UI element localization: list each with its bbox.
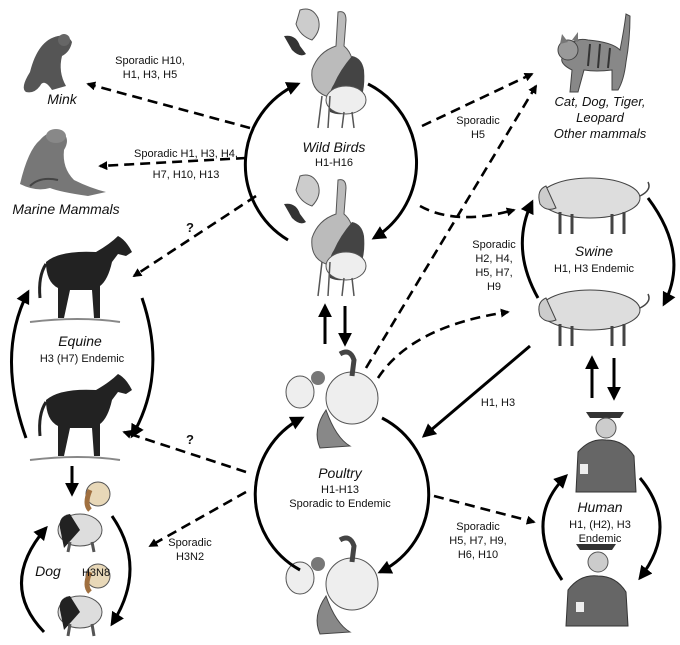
dog-cycle-right [110, 515, 132, 627]
human-top-illustration [575, 412, 637, 493]
human-edge-label-3: H6, H10 [458, 549, 498, 561]
dog-edge-label-2: H3N2 [176, 551, 204, 563]
wild-birds-subtypes: H1-H16 [315, 157, 353, 169]
poultry-to-swine-arrow [376, 308, 510, 379]
swine-subtypes: H1, H3 Endemic [554, 263, 635, 275]
horse-top-illustration [29, 236, 132, 323]
poultry-status: Sporadic to Endemic [289, 498, 391, 510]
cat-illustration [557, 13, 631, 93]
swine-bottom-illustration [538, 289, 650, 346]
wild-birds-to-swine-arrow [419, 204, 516, 219]
dog-name: Dog [35, 563, 61, 579]
swine-cycle-left [520, 199, 540, 299]
poultry-equine-unknown-label: ? [186, 432, 194, 447]
wild-birds-cycle-right [367, 82, 419, 240]
mink-name: Mink [47, 91, 78, 107]
poultry-to-cats-arrow [364, 84, 538, 369]
poultry-top-illustration [285, 349, 379, 449]
cats-edge-label-1: Sporadic [456, 115, 500, 127]
marine-mammal-illustration [20, 129, 106, 196]
mink-edge-label-2: H1, H3, H5 [123, 69, 177, 81]
cats-edge-label-2: H5 [471, 129, 485, 141]
poultry-cycle-left [253, 416, 305, 572]
human-subtypes: H1, (H2), H3 [569, 519, 631, 531]
swine-poultry-edge-label: H1, H3 [481, 397, 515, 409]
swine-edge-label-1: Sporadic [472, 239, 516, 251]
mink-illustration [23, 34, 72, 93]
wild-birds-to-marine-arrow [98, 156, 247, 171]
human-cycle-left [541, 474, 568, 581]
wild-birds-bottom-illustration [284, 174, 367, 297]
marine-edge-label-1: Sporadic H1, H3, H4, [134, 148, 238, 160]
equine-unknown-label: ? [186, 220, 194, 235]
equine-cycle-right [130, 297, 155, 439]
swine-cycle-right [646, 197, 676, 307]
poultry-to-human-arrow [433, 494, 536, 525]
cats-name-line2: Leopard [576, 110, 624, 125]
swine-top-illustration [538, 177, 650, 234]
poultry-bottom-illustration [285, 535, 379, 635]
wild-birds-cycle-left [243, 82, 301, 242]
poultry-to-dog-arrow [148, 490, 247, 548]
marine-edge-label-2: H7, H10, H13 [153, 169, 220, 181]
wild-birds-to-equine-arrow [132, 194, 257, 278]
human-cycle-right [638, 477, 662, 581]
horse-bottom-illustration [29, 374, 132, 461]
human-bottom-illustration [565, 544, 629, 627]
poultry-to-equine-arrow [122, 429, 247, 474]
swine-name: Swine [575, 243, 613, 259]
wild-birds-top-illustration [284, 8, 367, 129]
dog-bottom-illustration [57, 563, 111, 637]
poultry-name: Poultry [318, 465, 363, 481]
marine-name: Marine Mammals [12, 201, 119, 217]
swine-edge-label-3: H5, H7, [475, 267, 512, 279]
swine-edge-label-2: H2, H4, [475, 253, 512, 265]
dog-subtypes: H3N8 [82, 567, 110, 579]
human-edge-label-2: H5, H7, H9, [449, 535, 506, 547]
wild-birds-name: Wild Birds [303, 139, 366, 155]
swine-edge-label-4: H9 [487, 281, 501, 293]
poultry-cycle-right [377, 416, 431, 574]
human-name: Human [577, 499, 622, 515]
cats-name-line1: Cat, Dog, Tiger, [555, 94, 646, 109]
dog-top-illustration [57, 481, 111, 553]
dog-cycle-left [20, 525, 48, 634]
wild-birds-to-mink-arrow [86, 81, 251, 130]
mink-edge-label-1: Sporadic H10, [115, 55, 185, 67]
equine-cycle-left [10, 289, 30, 439]
poultry-subtypes: H1-H13 [321, 484, 359, 496]
cats-name-line3: Other mammals [554, 126, 647, 141]
wild-birds-to-cats-arrow [421, 72, 534, 128]
swine-to-poultry-arrow [421, 344, 531, 438]
human-status: Endemic [579, 533, 622, 545]
equine-subtypes: H3 (H7) Endemic [40, 353, 125, 365]
equine-name: Equine [58, 333, 102, 349]
human-edge-label-1: Sporadic [456, 521, 500, 533]
dog-edge-label-1: Sporadic [168, 537, 212, 549]
